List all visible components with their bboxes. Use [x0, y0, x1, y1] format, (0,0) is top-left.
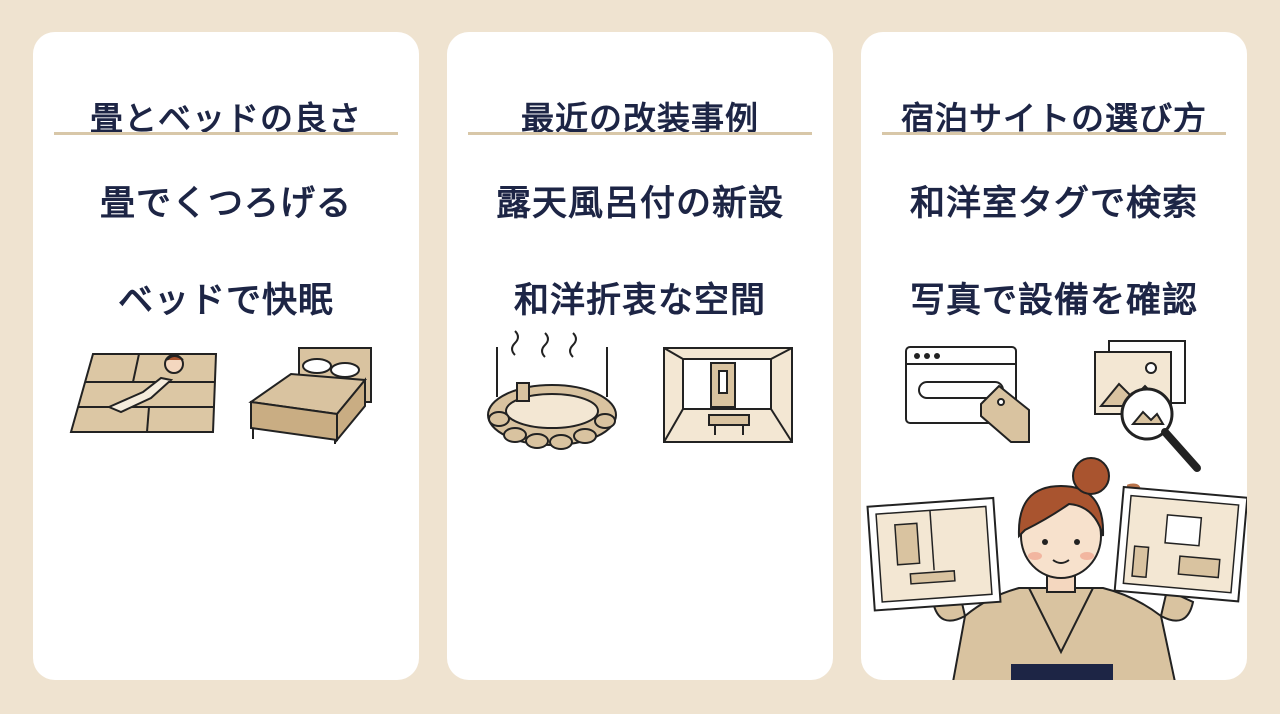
card-title: 最近の改装事例: [521, 99, 759, 138]
card-title: 畳とベッドの良さ: [90, 99, 362, 138]
card-line-2: ベッドで快眠: [117, 281, 334, 321]
card-line-1: 和洋室タグで検索: [909, 184, 1198, 224]
card-line-1: 畳でくつろげる: [99, 184, 352, 224]
browser-tag-icon: [905, 346, 1033, 446]
card-tatami-and-bed: 畳とベッドの良さ 畳でくつろげる ベッドで快眠: [33, 32, 419, 680]
bed-icon: [247, 344, 375, 444]
card-booking-site-tips: 宿泊サイトの選び方 和洋室タグで検索 写真で設備を確認: [861, 32, 1247, 680]
woman-holding-room-photos-illustration: ?: [869, 420, 1247, 680]
tatami-relax-icon: [71, 352, 216, 434]
divider: [468, 132, 812, 135]
japanese-western-room-icon: [663, 347, 793, 443]
card-renovation-examples: 最近の改装事例 露天風呂付の新設 和洋折衷な空間: [447, 32, 833, 680]
open-air-bath-icon: [485, 337, 620, 449]
photo-search-icon: [1093, 340, 1209, 474]
card-line-2: 和洋折衷な空間: [513, 281, 766, 321]
card-line-2: 写真で設備を確認: [909, 281, 1198, 321]
card-line-1: 露天風呂付の新設: [495, 184, 784, 224]
divider: [882, 132, 1226, 135]
divider: [54, 132, 398, 135]
card-title: 宿泊サイトの選び方: [901, 99, 1207, 138]
